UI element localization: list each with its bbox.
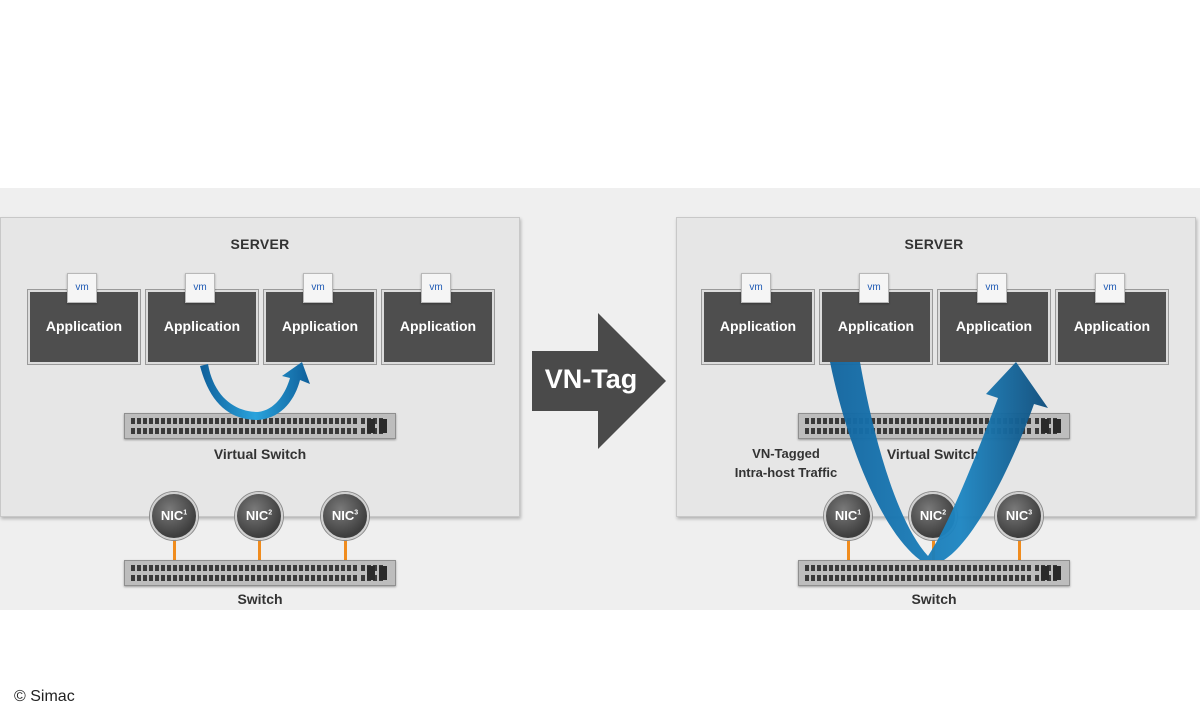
vm-icon: vm — [185, 273, 215, 303]
right-server-title: SERVER — [904, 236, 964, 252]
right-virtual-switch-label: Virtual Switch — [886, 446, 980, 462]
right-nic-3: NIC3 — [995, 492, 1043, 540]
vm-icon: vm — [859, 273, 889, 303]
left-nic-2: NIC2 — [235, 492, 283, 540]
left-virtual-switch-label: Virtual Switch — [213, 446, 307, 462]
cable — [258, 536, 261, 561]
application-label: Application — [837, 318, 915, 334]
left-physical-switch — [124, 560, 396, 586]
application-label: Application — [719, 318, 797, 334]
vn-tag-arrow-icon — [532, 313, 666, 449]
right-virtual-switch — [798, 413, 1070, 439]
application-label: Application — [45, 318, 123, 334]
application-label: Application — [1073, 318, 1151, 334]
right-nic-2: NIC2 — [909, 492, 957, 540]
application-label: Application — [399, 318, 477, 334]
cable — [173, 536, 176, 561]
vm-icon: vm — [1095, 273, 1125, 303]
left-switch-label: Switch — [237, 591, 283, 607]
intra-host-traffic-label: Intra-host Traffic — [734, 465, 838, 480]
left-server-panel — [0, 217, 520, 517]
application-label: Application — [163, 318, 241, 334]
left-virtual-switch — [124, 413, 396, 439]
copyright-text: © Simac — [14, 688, 75, 705]
application-label: Application — [281, 318, 359, 334]
vn-tagged-label: VN-Tagged — [752, 446, 820, 461]
right-nic-1: NIC1 — [824, 492, 872, 540]
vm-icon: vm — [303, 273, 333, 303]
vm-icon: vm — [977, 273, 1007, 303]
vm-icon: vm — [421, 273, 451, 303]
left-nic-3: NIC3 — [321, 492, 369, 540]
cable — [344, 536, 347, 561]
vn-tag-label: VN-Tag — [544, 364, 638, 394]
application-label: Application — [955, 318, 1033, 334]
right-switch-label: Switch — [911, 591, 957, 607]
vm-icon: vm — [67, 273, 97, 303]
left-nic-1: NIC1 — [150, 492, 198, 540]
right-physical-switch — [798, 560, 1070, 586]
left-server-title: SERVER — [230, 236, 290, 252]
vm-icon: vm — [741, 273, 771, 303]
left-application-box-4: Application — [382, 290, 494, 364]
